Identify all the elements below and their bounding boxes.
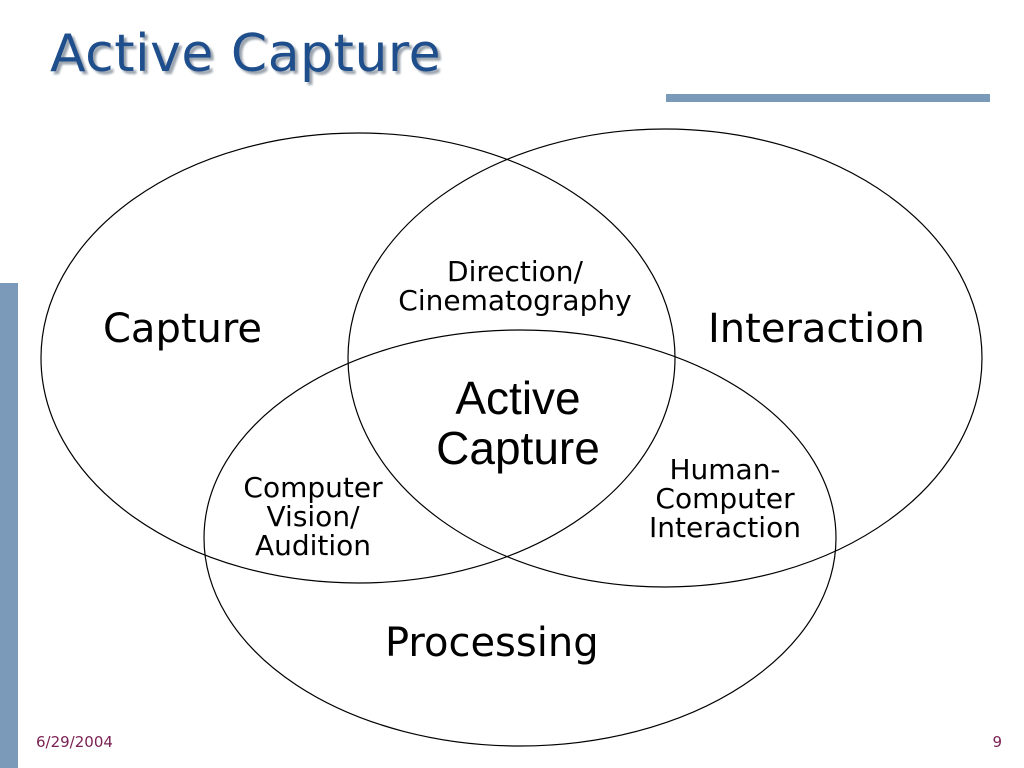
footer-page-number: 9	[992, 733, 1002, 751]
label-processing: Processing	[385, 620, 599, 666]
label-active-capture: Active Capture	[436, 372, 600, 474]
label-computer-vision-audition: Computer Vision/ Audition	[243, 471, 383, 562]
label-capture: Capture	[103, 306, 263, 352]
circle-capture	[40, 132, 676, 584]
title-underline-bar	[666, 94, 990, 102]
label-direction-cinematography: Direction/ Cinematography	[398, 255, 632, 317]
slide-title: Active Capture	[50, 24, 442, 84]
footer-date: 6/29/2004	[36, 733, 113, 751]
label-human-computer-interaction: Human- Computer Interaction	[649, 453, 801, 544]
circle-processing	[203, 329, 837, 747]
circle-interaction	[347, 128, 983, 588]
label-interaction: Interaction	[708, 306, 926, 352]
left-accent-bar	[0, 283, 18, 768]
